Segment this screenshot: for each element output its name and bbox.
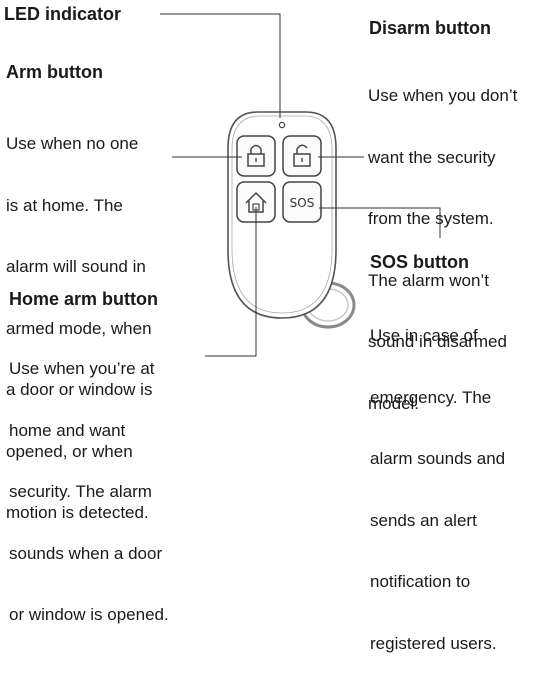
arm-heading: Arm button	[6, 62, 103, 82]
arm-line-4: armed mode, when	[6, 318, 152, 338]
disarm-line-2: want the security	[368, 147, 496, 167]
sos-line-6: registered users.	[370, 633, 497, 653]
home-arm-line-2: home and want	[9, 420, 126, 440]
disarm-line-1: Use when you don’t	[368, 86, 518, 105]
disarm-line-6: model.	[368, 393, 420, 413]
home-arm-leader-line	[205, 207, 257, 357]
home-arm-line-1: Use when you’re at	[9, 359, 155, 378]
led-leader-line	[160, 13, 281, 118]
lock-icon	[247, 144, 265, 167]
unlock-icon	[293, 144, 311, 167]
disarm-line-3: from the system.	[368, 209, 494, 228]
sos-line-1: Use in case of	[370, 326, 478, 345]
arm-line-1: Use when no one	[6, 134, 139, 153]
disarm-line-4: The alarm won’t	[368, 270, 489, 290]
sos-button[interactable]: SOS	[282, 181, 322, 223]
led-indicator	[278, 121, 286, 129]
disarm-line-5: sound in disarmed	[368, 332, 507, 351]
sos-line-5: notification to	[370, 572, 471, 591]
disarm-description: Use when you don’t want the security fro…	[368, 45, 517, 435]
arm-line-3: alarm will sound in	[6, 257, 146, 276]
sos-line-3: alarm sounds and	[370, 449, 506, 468]
sos-line-2: emergency. The	[370, 387, 492, 407]
sos-line-4: sends an alert	[370, 510, 477, 530]
disarm-heading: Disarm button	[369, 18, 492, 38]
disarm-button[interactable]	[282, 135, 322, 177]
home-arm-heading: Home arm button	[9, 289, 159, 309]
led-heading: LED indicator	[4, 4, 122, 24]
home-arm-line-4: sounds when a door	[9, 543, 163, 563]
arm-line-5: a door or window is	[6, 380, 153, 399]
home-arm-description: Use when you’re at home and want securit…	[9, 318, 169, 646]
home-arm-line-3: security. The alarm	[9, 482, 152, 501]
sos-heading: SOS button	[370, 252, 469, 272]
arm-line-2: is at home. The	[6, 195, 123, 215]
key-fob-diagram: SOS	[160, 13, 441, 357]
sos-leader-line	[319, 207, 441, 238]
arm-button[interactable]	[236, 135, 276, 177]
sos-description: Use in case of emergency. The alarm soun…	[370, 285, 505, 675]
sos-button-label: SOS	[290, 196, 315, 210]
home-arm-line-5: or window is opened.	[9, 605, 169, 624]
